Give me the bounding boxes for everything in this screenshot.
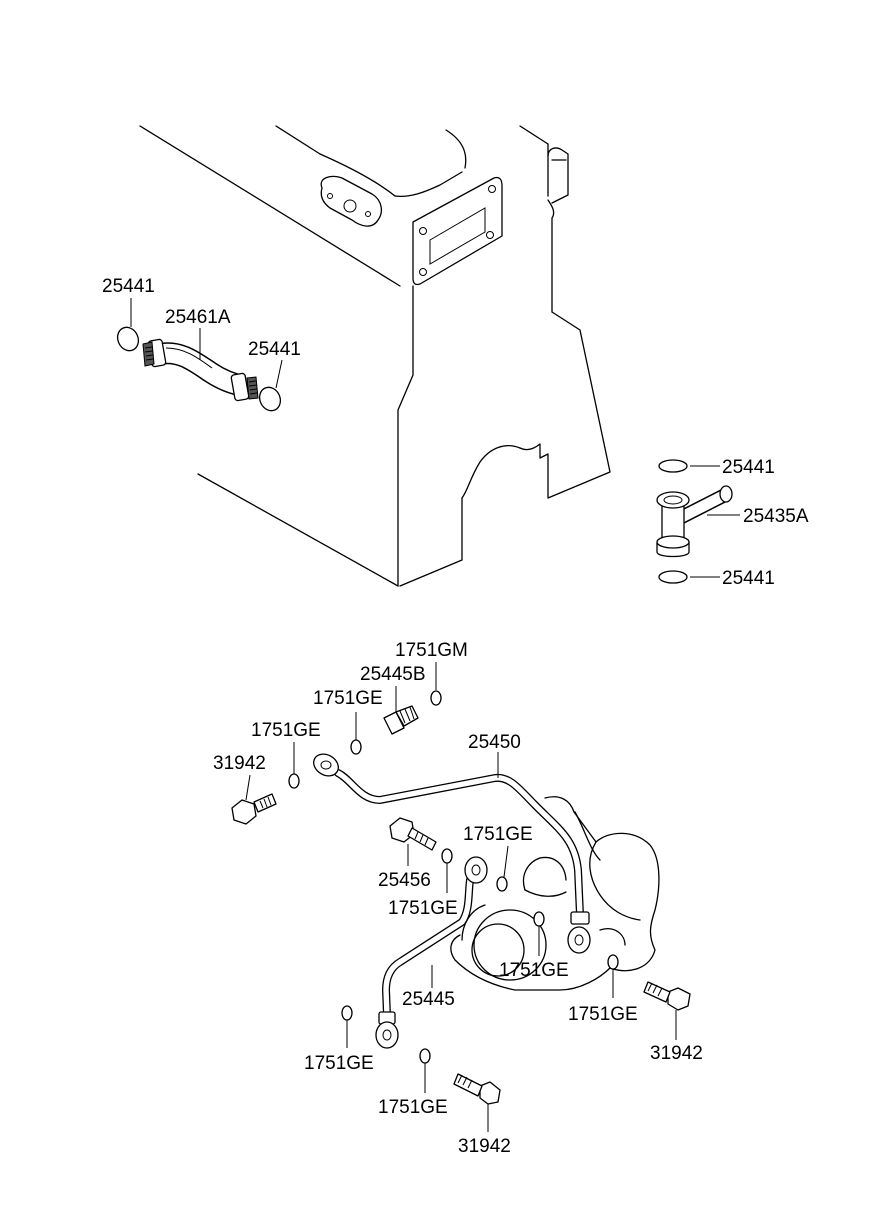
washers bbox=[288, 690, 619, 1064]
engine-block bbox=[139, 125, 611, 587]
washer-1751ge bbox=[419, 1048, 431, 1064]
part-label: 25441 bbox=[102, 276, 155, 297]
o-ring bbox=[258, 386, 282, 412]
part-label: 25441 bbox=[248, 339, 301, 360]
part-label: 1751GE bbox=[499, 960, 569, 981]
washer-1751ge bbox=[533, 911, 545, 927]
washer-1751ge bbox=[496, 876, 508, 892]
union-25445b bbox=[383, 705, 419, 735]
part-label: 1751GE bbox=[251, 720, 321, 741]
part-label: 1751GE bbox=[388, 898, 458, 919]
oil-pipe-25450 bbox=[313, 753, 591, 954]
part-label: 31942 bbox=[650, 1043, 703, 1064]
part-label: 1751GE bbox=[304, 1053, 374, 1074]
leader-lines bbox=[245, 662, 677, 1132]
oil-pipe-25435a-group bbox=[656, 459, 740, 584]
oil-pipe-25461a-group bbox=[116, 298, 283, 412]
part-label: 25435A bbox=[743, 506, 809, 527]
part-label: 1751GM bbox=[395, 640, 468, 661]
part-label: 25441 bbox=[722, 457, 775, 478]
washer-1751gm bbox=[430, 690, 442, 706]
part-label: 31942 bbox=[458, 1136, 511, 1157]
part-label: 25456 bbox=[378, 870, 431, 891]
part-label: 25450 bbox=[468, 732, 521, 753]
bolt-31942-a bbox=[231, 793, 277, 825]
washer-1751ge bbox=[341, 1005, 353, 1021]
part-label: 25461A bbox=[165, 307, 231, 328]
washer-1751ge bbox=[350, 739, 362, 755]
fitting-25456 bbox=[389, 817, 437, 851]
washer-1751ge bbox=[607, 954, 619, 970]
washer-1751ge bbox=[288, 773, 300, 789]
part-label: 25441 bbox=[722, 568, 775, 589]
part-label: 1751GE bbox=[568, 1004, 638, 1025]
part-label: 25445 bbox=[402, 989, 455, 1010]
part-label: 1751GE bbox=[378, 1097, 448, 1118]
part-label: 25445B bbox=[360, 664, 426, 685]
part-label: 31942 bbox=[213, 753, 266, 774]
part-label: 1751GE bbox=[313, 688, 383, 709]
part-labels: 25441 25461A 25441 25441 25435A 25441 17… bbox=[102, 276, 809, 1157]
bolt-31942-c bbox=[453, 1073, 501, 1105]
washer-1751ge bbox=[441, 848, 453, 864]
o-ring bbox=[658, 459, 688, 473]
bolt-31942-b bbox=[643, 981, 691, 1011]
oil-pipe-25445 bbox=[375, 856, 488, 1049]
part-label: 1751GE bbox=[463, 824, 533, 845]
o-ring bbox=[658, 570, 688, 584]
o-ring bbox=[116, 326, 140, 352]
